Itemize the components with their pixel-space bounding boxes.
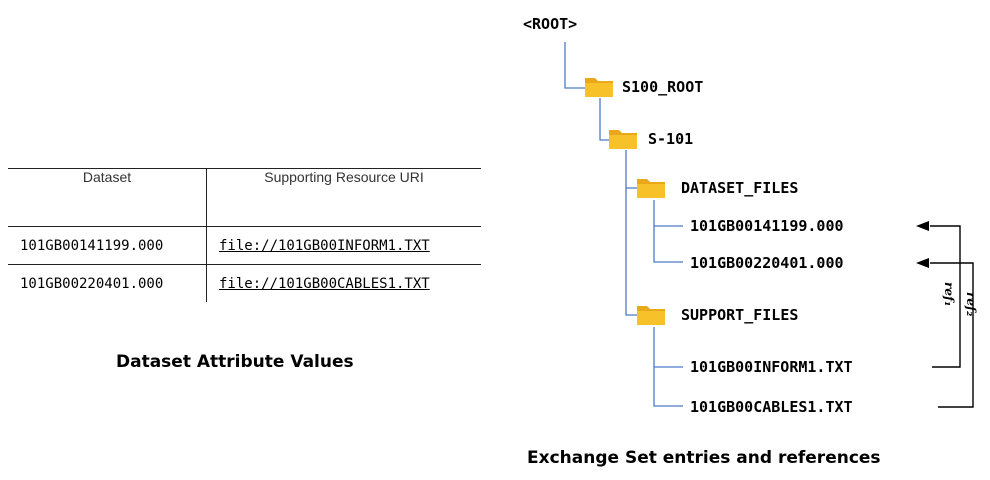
tree-node-support-files[interactable]: SUPPORT_FILES (681, 306, 799, 324)
connector-dataset-files (653, 200, 683, 263)
ref1-arrowhead (916, 221, 929, 231)
tree-node-dataset-2[interactable]: 101GB00220401.000 (690, 254, 844, 272)
column-header-uri: Supporting Resource URI (206, 168, 481, 227)
right-caption: Exchange Set entries and references (527, 448, 881, 468)
table-header-row: Dataset Supporting Resource URI (8, 168, 481, 227)
ref1-label: ref₁ (942, 282, 956, 307)
dataset-attribute-table: Dataset Supporting Resource URI 101GB001… (8, 168, 481, 302)
tree-node-dataset-1[interactable]: 101GB00141199.000 (690, 217, 844, 235)
tree-node-dataset-files[interactable]: DATASET_FILES (681, 179, 799, 197)
uri-cell: file://101GB00CABLES1.TXT (206, 264, 481, 302)
uri-link[interactable]: file://101GB00CABLES1.TXT (219, 275, 430, 292)
dataset-cell: 101GB00141199.000 (8, 226, 207, 265)
ref2-arrowhead (916, 258, 929, 268)
connector-root (564, 42, 588, 89)
connector-s101 (625, 150, 640, 316)
folder-icon (609, 130, 637, 149)
column-header-dataset: Dataset (8, 168, 207, 227)
uri-link[interactable]: file://101GB00INFORM1.TXT (219, 237, 430, 254)
tree-node-support-2[interactable]: 101GB00CABLES1.TXT (690, 398, 853, 416)
folder-icon (637, 179, 665, 198)
dataset-cell: 101GB00220401.000 (20, 275, 164, 292)
uri-cell: file://101GB00INFORM1.TXT (206, 226, 481, 265)
ref2-label: ref₂ (964, 292, 978, 317)
tree-node-support-1[interactable]: 101GB00INFORM1.TXT (690, 358, 853, 376)
folder-icon (585, 78, 613, 97)
connector-s100 (599, 98, 612, 141)
table-row: 101GB00220401.000 file://101GB00CABLES1.… (8, 264, 481, 302)
ref2-line (930, 262, 974, 408)
ref1-line (930, 225, 961, 368)
tree-root-label: <ROOT> (523, 15, 578, 33)
table-row: 101GB00141199.000 file://101GB00INFORM1.… (8, 226, 481, 265)
tree-node-s100-root[interactable]: S100_ROOT (622, 78, 704, 96)
folder-icon (637, 306, 665, 325)
left-caption: Dataset Attribute Values (116, 352, 354, 372)
connector-support-files (653, 327, 683, 407)
tree-node-s101[interactable]: S-101 (648, 130, 694, 148)
